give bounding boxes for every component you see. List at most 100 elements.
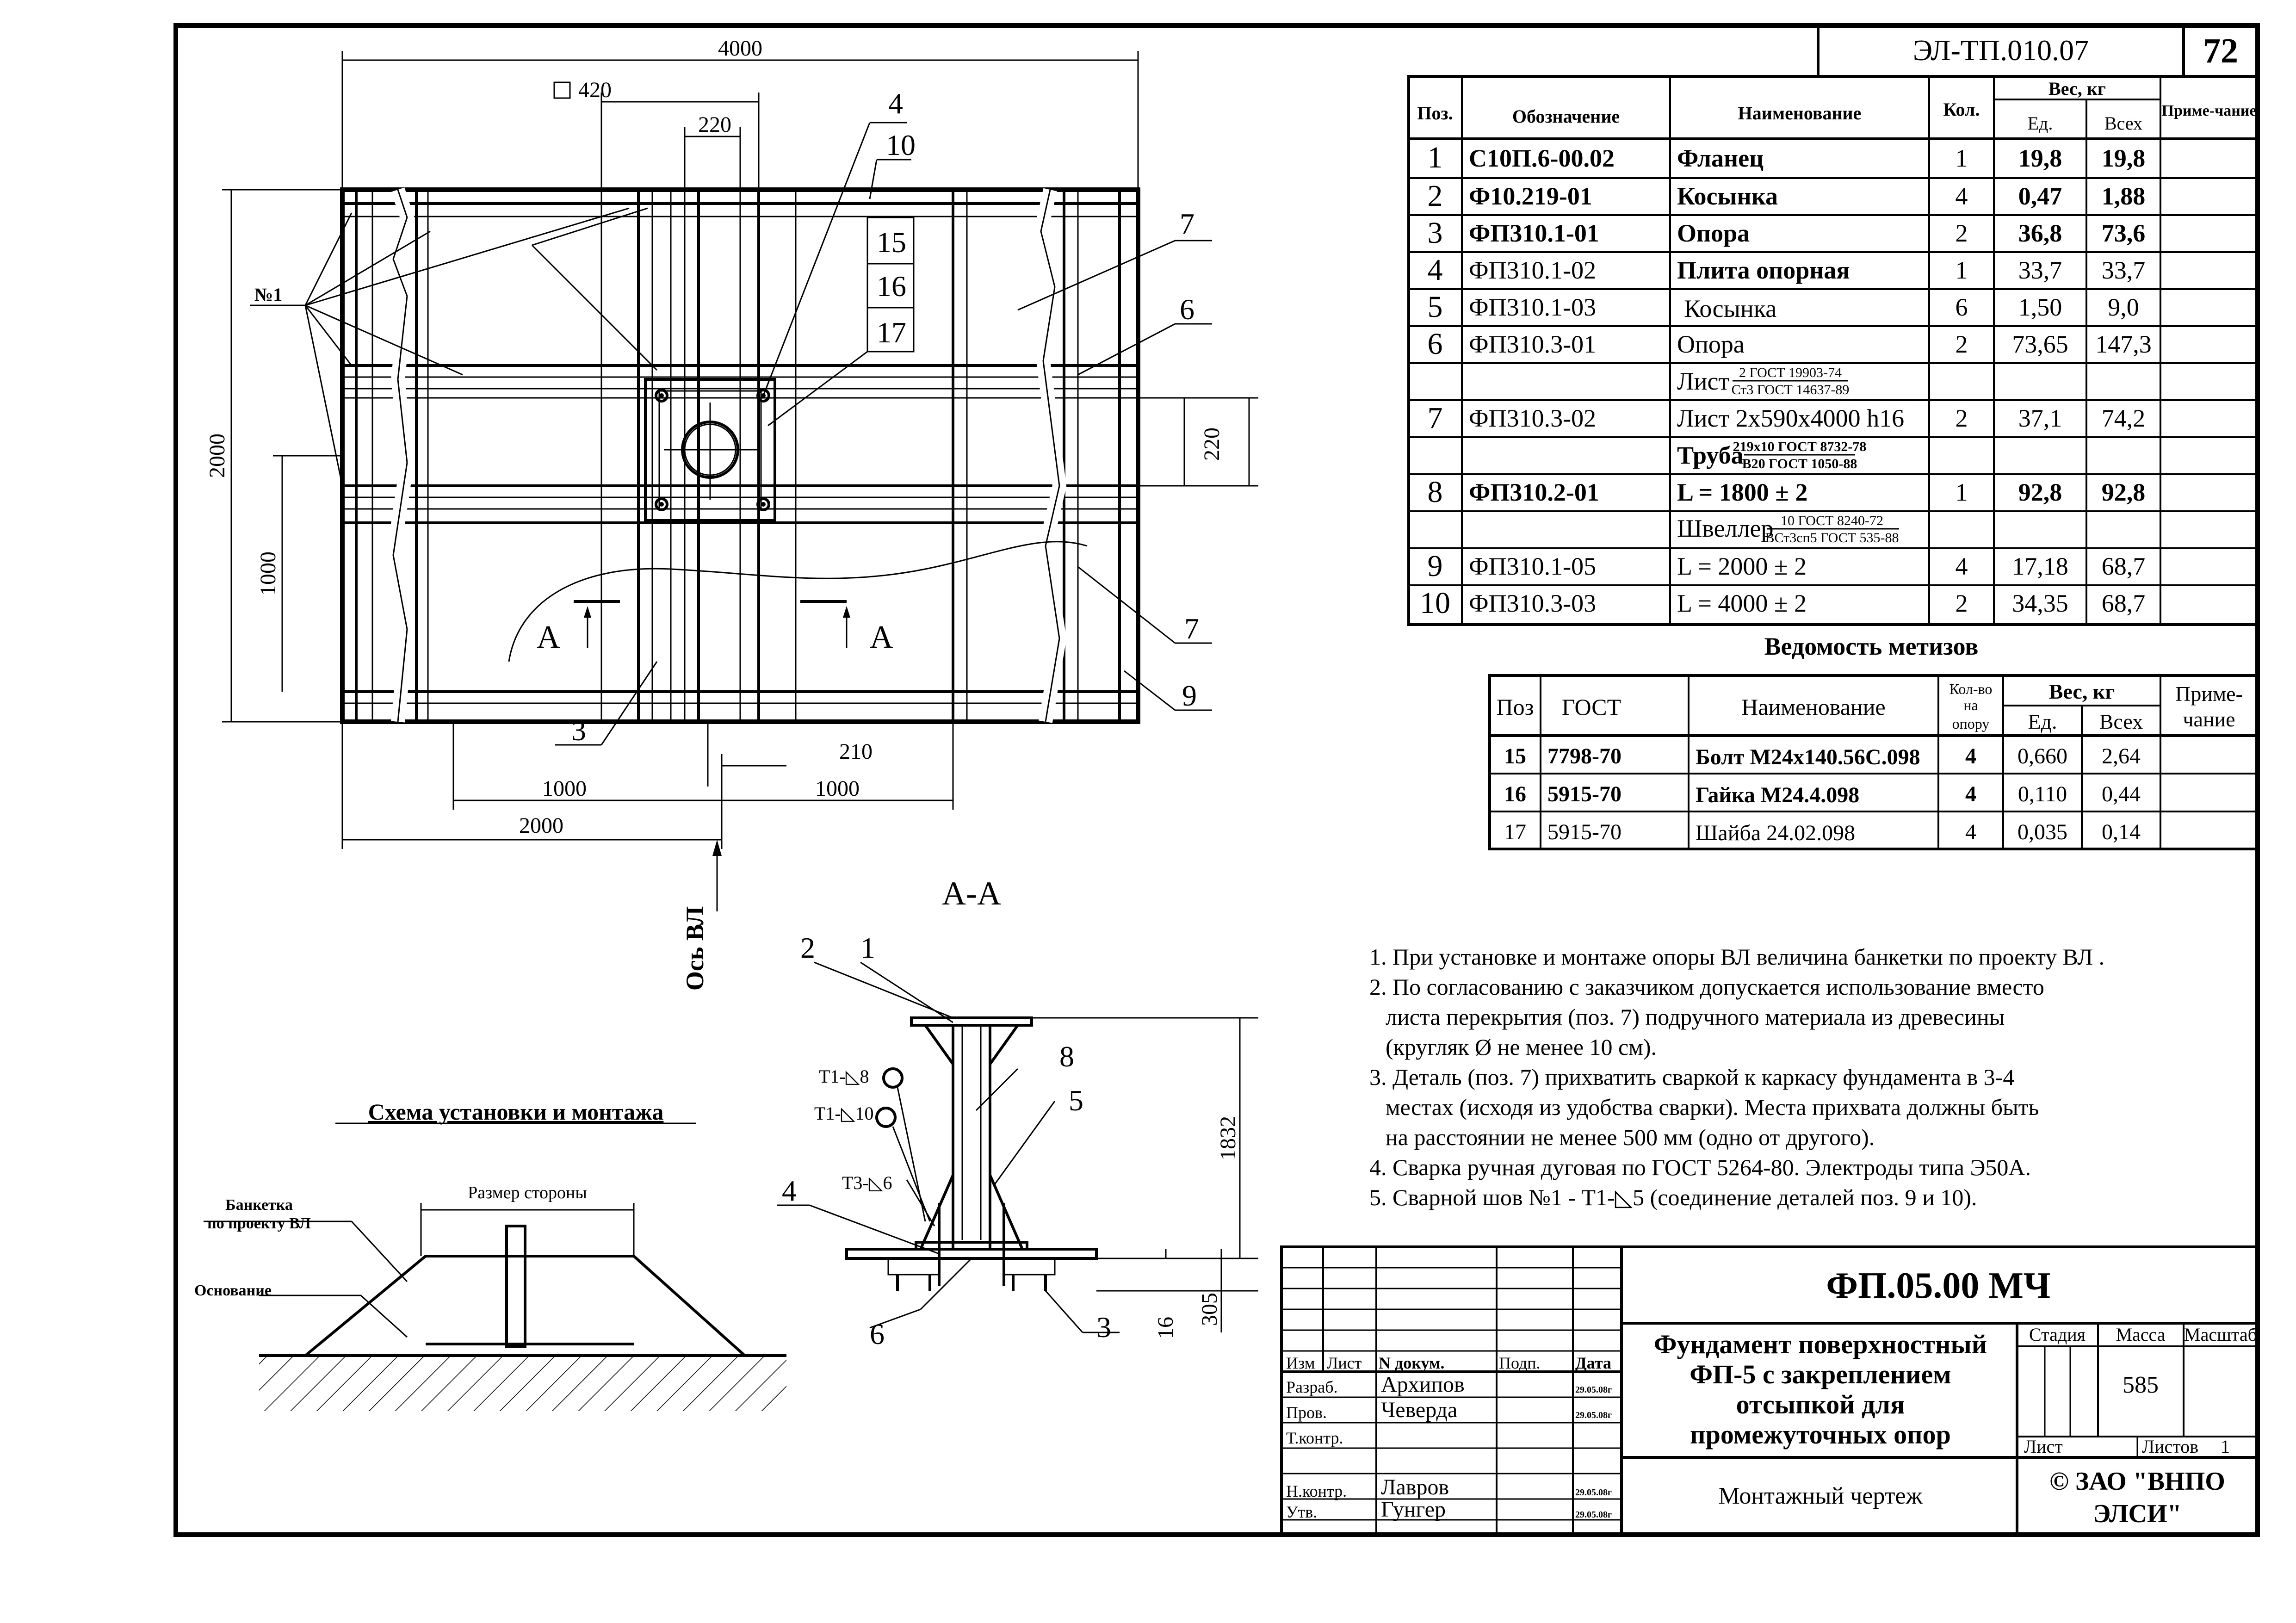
- weld-t3-6: Т3-◺6: [842, 1172, 892, 1193]
- spec-row1-total: 19,8: [2102, 144, 2146, 172]
- spec-row9-total: 68,7: [2102, 552, 2146, 580]
- date-checker: 29.05.08г: [1575, 1410, 1612, 1420]
- spec-row6-name: Опора: [1677, 330, 1745, 358]
- callout-9: 9: [1182, 679, 1197, 712]
- title-line-3: отсыпкой для: [1736, 1389, 1905, 1419]
- title-line-2: ФП-5 с закреплением: [1690, 1359, 1951, 1389]
- spec-row4-total: 33,7: [2102, 256, 2146, 284]
- spec-header-note: Приме-чание: [2162, 102, 2257, 119]
- spec-pipe-gost-bottom: В20 ГОСТ 1050-88: [1742, 456, 1857, 471]
- spec-row9-unit: 17,18: [2012, 552, 2068, 580]
- spec-header-pos: Поз.: [1417, 103, 1453, 124]
- spec-row8-qty: 1: [1956, 478, 1968, 506]
- col-doc: N докум.: [1379, 1354, 1445, 1372]
- hw-row16-unit: 0,110: [2018, 782, 2067, 806]
- spec-row6-qty: 2: [1956, 330, 1968, 358]
- stage-label: Стадия: [2029, 1324, 2086, 1345]
- callout-5: 5: [1069, 1084, 1083, 1117]
- hw-row15-unit: 0,660: [2018, 744, 2067, 768]
- spec-row1-pos: 1: [1428, 141, 1443, 174]
- spec-row3-total: 73,6: [2102, 219, 2146, 247]
- callout-3-section: 3: [1096, 1311, 1111, 1344]
- spec-row8-designation: ФП310.2-01: [1469, 478, 1599, 506]
- mass-label: Масса: [2116, 1324, 2165, 1345]
- sheets-count: 1: [2221, 1436, 2230, 1457]
- spec-row1-name: Фланец: [1677, 144, 1764, 172]
- spec-table: Поз. Обозначение Наименование Кол. Вес, …: [1407, 75, 2259, 626]
- spec-row4-designation: ФП310.1-02: [1469, 256, 1596, 284]
- spec-row10-qty: 2: [1956, 589, 1968, 617]
- callout-2: 2: [800, 931, 815, 964]
- spec-row8-total: 92,8: [2102, 478, 2146, 506]
- dim-1000-vertical: 1000: [256, 551, 280, 596]
- hw-row15-total: 2,64: [2102, 744, 2141, 768]
- note-2-cont2: (кругляк Ø не менее 10 см).: [1386, 1034, 1657, 1060]
- hw-row15-gost: 7798-70: [1547, 744, 1621, 768]
- spec-channel-gost-bottom: ВСт3сп5 ГОСТ 535-88: [1765, 530, 1899, 545]
- spec-row8-name: L = 1800 ± 2: [1677, 478, 1807, 506]
- callout-15: 15: [877, 226, 906, 259]
- name-norm-control: Лавров: [1381, 1475, 1449, 1499]
- spec-header-name: Наименование: [1738, 103, 1862, 124]
- spec-row3-designation: ФП310.1-01: [1469, 219, 1599, 247]
- note-1: 1. При установке и монтаже опоры ВЛ вели…: [1369, 944, 2104, 970]
- dim-4000: 4000: [718, 36, 762, 61]
- date-approver: 29.05.08г: [1575, 1510, 1612, 1520]
- spec-row8-unit: 92,8: [2018, 478, 2062, 506]
- drawing-type: Монтажный чертеж: [1718, 1483, 1923, 1509]
- spec-row6-designation: ФП310.3-01: [1469, 330, 1596, 358]
- dim-420: 420: [578, 78, 612, 102]
- mass-value: 585: [2123, 1372, 2159, 1398]
- title-line-4: промежуточных опор: [1690, 1419, 1951, 1450]
- hw-header-qty-1: Кол-во: [1949, 681, 1993, 697]
- hw-row15-pos: 15: [1504, 744, 1526, 768]
- dim-2000-vertical: 2000: [205, 434, 229, 478]
- hw-row16-name: Гайка М24.4.098: [1696, 783, 1859, 807]
- notes: 1. При установке и монтаже опоры ВЛ вели…: [1369, 944, 2104, 1210]
- scale-label: Масштаб: [2184, 1324, 2257, 1345]
- doc-code: ЭЛ-ТП.010.07: [1913, 34, 2089, 67]
- section-a-a: А-А: [777, 875, 1258, 1350]
- weld-callout-n1: №1: [254, 284, 282, 305]
- title-line-1: Фундамент поверхностный: [1654, 1329, 1987, 1359]
- dim-16: 16: [1153, 1317, 1178, 1339]
- callout-6: 6: [1180, 293, 1194, 326]
- note-3-cont2: на расстоянии не менее 500 мм (одно от д…: [1386, 1124, 1875, 1150]
- hw-row15-qty: 4: [1965, 744, 1976, 768]
- spec-row3-name: Опора: [1677, 219, 1750, 247]
- hw-header-total: Всех: [2099, 710, 2143, 733]
- dim-1000-left: 1000: [542, 776, 587, 801]
- hw-row17-pos: 17: [1504, 820, 1526, 844]
- callout-17: 17: [877, 316, 906, 349]
- hw-header-qty-2: на: [1963, 697, 1978, 713]
- org-line-2: ЭЛСИ": [2093, 1499, 2181, 1528]
- callout-8: 8: [1059, 1040, 1074, 1073]
- hw-row16-pos: 16: [1504, 782, 1526, 806]
- role-checker: Пров.: [1286, 1403, 1327, 1422]
- hw-row17-qty: 4: [1965, 820, 1976, 844]
- hw-header-note-1: Приме-: [2175, 682, 2243, 706]
- col-date: Дата: [1575, 1354, 1611, 1372]
- note-5: 5. Сварной шов №1 - Т1-◺5 (соединение де…: [1369, 1184, 1977, 1210]
- note-4: 4. Сварка ручная дуговая по ГОСТ 5264-80…: [1369, 1154, 2031, 1180]
- section-title: А-А: [942, 875, 1001, 912]
- name-approver: Гунгер: [1381, 1497, 1446, 1522]
- hardware-table: Ведомость метизов Поз ГОСТ Наименование …: [1488, 632, 2259, 850]
- spec-header-weight: Вес, кг: [2048, 78, 2106, 99]
- spec-row7-designation: ФП310.3-02: [1469, 404, 1596, 432]
- spec-row4-unit: 33,7: [2018, 256, 2062, 284]
- spec-row7-name: Лист 2х590х4000 h16: [1677, 404, 1904, 432]
- spec-row10-name: L = 4000 ± 2: [1677, 589, 1807, 617]
- hw-header-pos: Поз: [1497, 694, 1534, 720]
- spec-row2-qty: 4: [1956, 182, 1968, 210]
- hw-row17-gost: 5915-70: [1547, 820, 1621, 844]
- spec-row5-unit: 1,50: [2018, 293, 2062, 321]
- spec-row-channel-material: Швеллер: [1677, 514, 1774, 542]
- role-norm-control: Н.контр.: [1286, 1482, 1347, 1500]
- callout-10: 10: [886, 129, 916, 161]
- spec-header-qty: Кол.: [1943, 99, 1980, 120]
- org-line-1: © ЗАО "ВНПО: [2049, 1467, 2225, 1496]
- axis-label: Ось ВЛ: [681, 906, 709, 991]
- spec-row2-designation: Ф10.219-01: [1469, 182, 1592, 210]
